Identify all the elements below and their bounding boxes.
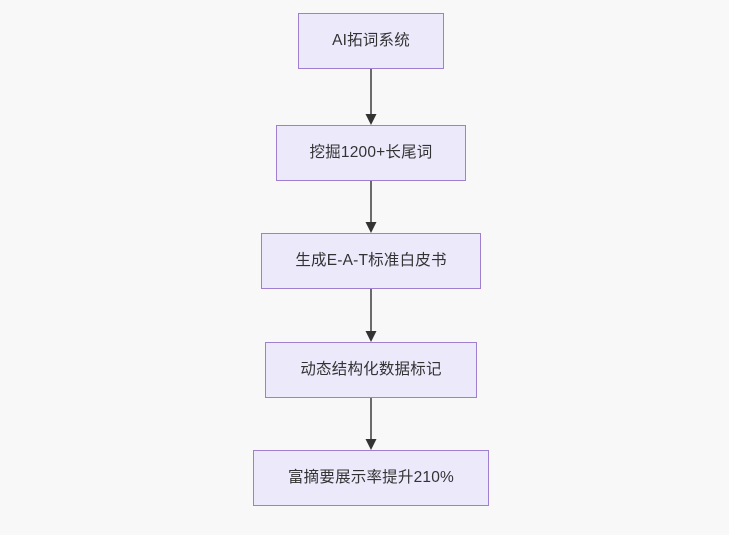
- flow-node-label: AI拓词系统: [332, 32, 410, 50]
- flow-node-dynamic-structured-data-markup[interactable]: 动态结构化数据标记: [265, 342, 477, 398]
- flow-node-label: 挖掘1200+长尾词: [309, 144, 433, 162]
- flow-node-label: 富摘要展示率提升210%: [287, 469, 455, 487]
- edge-n1-n2: [365, 69, 377, 125]
- flow-node-label: 动态结构化数据标记: [300, 361, 442, 379]
- edge-n4-n5: [365, 398, 377, 450]
- flow-node-rich-snippet-impression-lift[interactable]: 富摘要展示率提升210%: [253, 450, 489, 506]
- edge-n3-n4: [365, 289, 377, 342]
- flow-node-label: 生成E-A-T标准白皮书: [295, 252, 447, 270]
- flow-node-generate-eat-whitepaper[interactable]: 生成E-A-T标准白皮书: [261, 233, 481, 289]
- edge-n2-n3: [365, 181, 377, 233]
- flow-node-ai-keyword-system[interactable]: AI拓词系统: [298, 13, 444, 69]
- flow-node-mine-longtail-keywords[interactable]: 挖掘1200+长尾词: [276, 125, 466, 181]
